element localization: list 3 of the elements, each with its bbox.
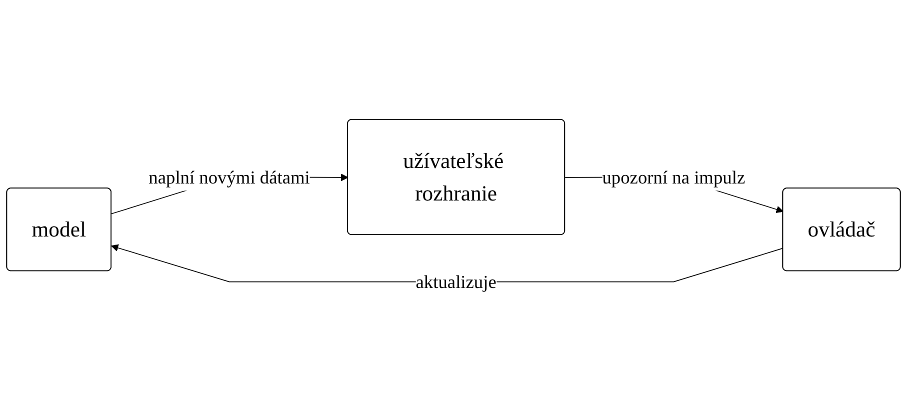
edge-label: upozorní na impulz — [602, 166, 746, 188]
edge-label: aktualizuje — [416, 271, 496, 292]
edge-label: naplní novými dátami — [148, 166, 310, 188]
